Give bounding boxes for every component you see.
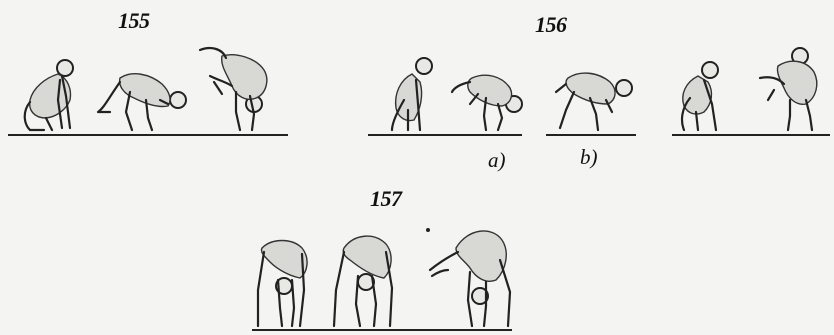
figure-157-pose-2 (334, 236, 392, 326)
figure-156-pose-2 (452, 75, 522, 130)
figure-156-pose-3 (556, 73, 632, 130)
stray-dot (426, 228, 430, 232)
figure-156-pose-1 (392, 58, 432, 130)
figure-155-pose-1 (25, 60, 73, 130)
figure-156-group (368, 48, 830, 135)
figure-155-group (8, 48, 288, 135)
figure-157-pose-3 (430, 231, 510, 326)
figure-157-group (252, 228, 512, 330)
figure-157-pose-1 (258, 241, 307, 327)
figure-155-pose-3 (200, 48, 267, 130)
figure-155-pose-2 (98, 74, 186, 130)
figure-156-pose-5 (760, 48, 817, 130)
figure-156-pose-4 (682, 62, 718, 130)
